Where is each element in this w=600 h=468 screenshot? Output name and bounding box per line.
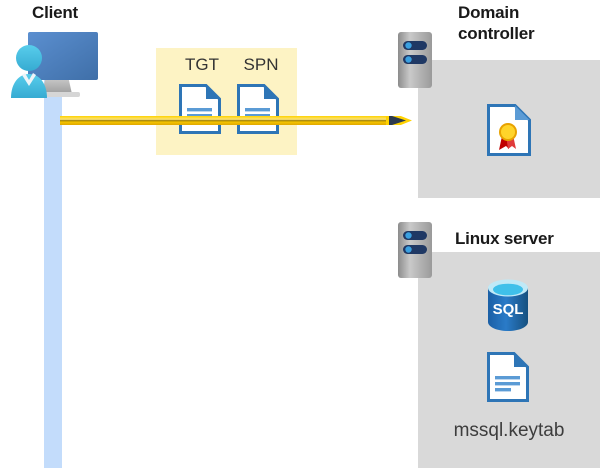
tgt-label: TGT bbox=[185, 55, 219, 74]
spn-label: SPN bbox=[243, 55, 279, 74]
server-tower-icon bbox=[398, 32, 432, 88]
keytab-document-icon bbox=[487, 352, 529, 402]
domain-controller-title: Domain controller bbox=[458, 3, 535, 43]
user-workstation-icon bbox=[6, 28, 102, 104]
sql-badge-text: SQL bbox=[493, 301, 524, 318]
client-title: Client bbox=[32, 3, 79, 22]
certificate-document-icon bbox=[487, 104, 531, 156]
document-icon bbox=[237, 84, 279, 134]
client-lifeline bbox=[44, 60, 62, 468]
linux-server-title: Linux server bbox=[455, 229, 554, 248]
document-icon bbox=[179, 84, 221, 134]
sql-database-icon: SQL bbox=[484, 278, 532, 332]
server-tower-icon bbox=[398, 222, 432, 278]
arrow-right-icon bbox=[60, 110, 412, 131]
keytab-filename-label: mssql.keytab bbox=[453, 420, 565, 441]
